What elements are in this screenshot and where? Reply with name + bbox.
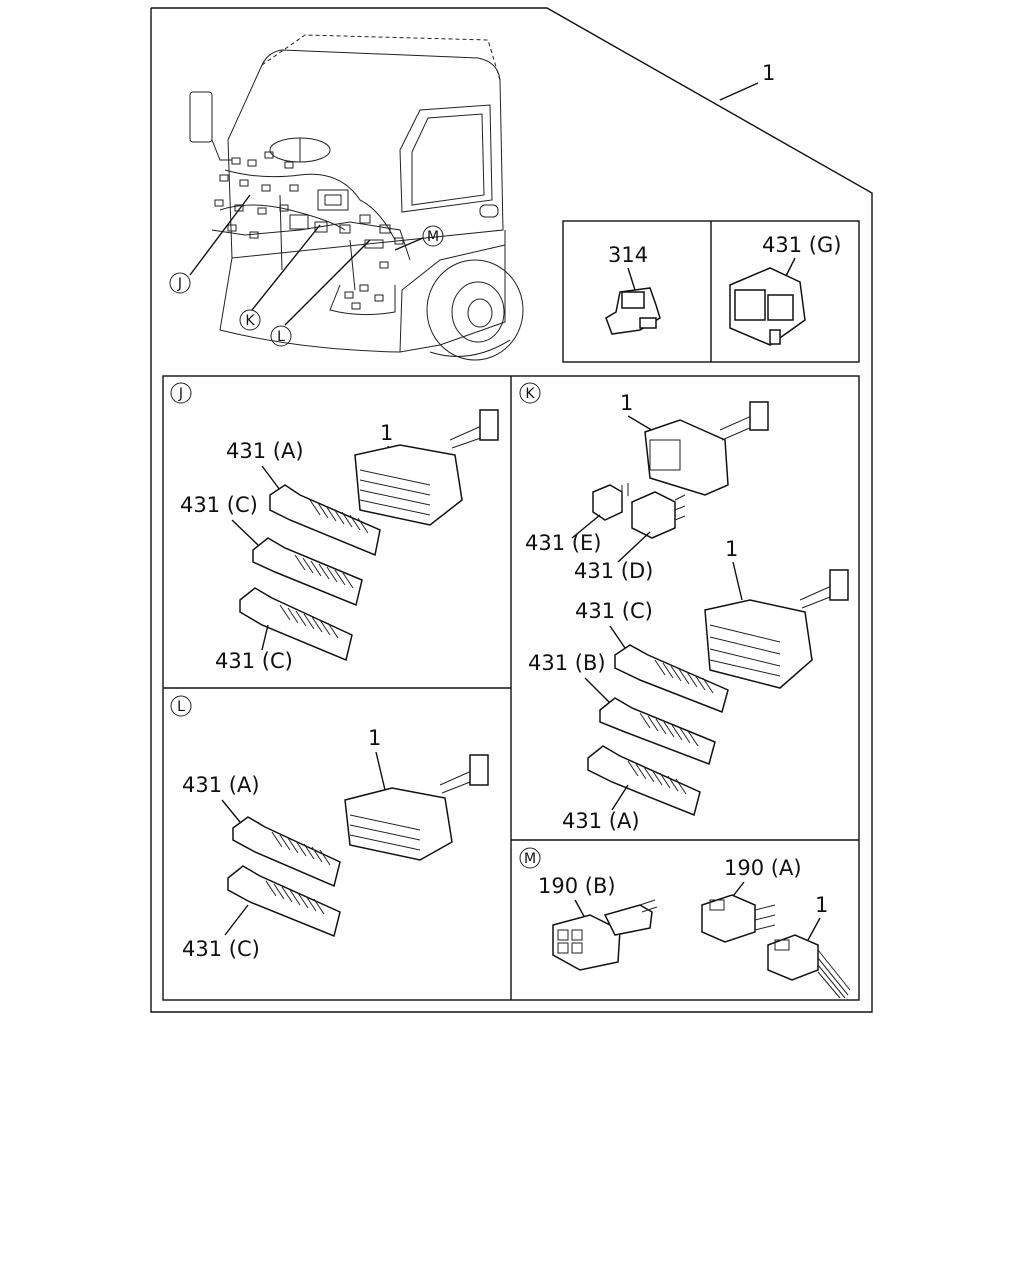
outer-frame xyxy=(150,7,873,1013)
panel-k-part-d xyxy=(631,491,686,539)
panel-m-harness-connector xyxy=(767,934,851,999)
truck-cab-illustration xyxy=(189,34,524,361)
panel-k-part-d-label: 431 (D) xyxy=(574,559,653,583)
panel-l-harness-label: 1 xyxy=(368,726,381,750)
panel-k-part-e-label: 431 (E) xyxy=(525,531,601,555)
panel-l-top-label: 431 (A) xyxy=(182,773,260,797)
panel-j-harness-label: 1 xyxy=(380,421,393,445)
panel-j: J 1 431 (A) 431 (C) 431 (C) xyxy=(170,382,499,673)
label-314: 314 xyxy=(608,243,648,267)
callout-j: J xyxy=(169,272,191,294)
callout-m: M xyxy=(422,225,444,247)
panel-l-bottom-connector xyxy=(227,865,341,938)
panel-l-top-connector xyxy=(232,816,341,888)
panel-k-part-e xyxy=(592,483,629,521)
panel-j-harness-connector xyxy=(354,409,499,526)
panel-k: K 1 431 (E) 431 (D) 1 431 (C) xyxy=(519,382,849,833)
part-431g-connector xyxy=(729,267,806,346)
panel-k-part-c-connector xyxy=(614,644,729,714)
panel-j-middle-label: 431 (C) xyxy=(180,493,258,517)
panel-m-part-b-connector xyxy=(552,899,658,971)
label-main-harness: 1 xyxy=(762,61,775,85)
panel-k-part-b-connector xyxy=(599,697,716,765)
panel-l-tag: L xyxy=(177,699,185,715)
panel-k-part-c-label: 431 (C) xyxy=(575,599,653,623)
panel-m-part-b-label: 190 (B) xyxy=(538,874,616,898)
panel-m-harness-label: 1 xyxy=(815,893,828,917)
callout-k: K xyxy=(239,309,261,331)
panel-l: L 1 431 (A) 431 (C) xyxy=(170,695,489,961)
callout-k-label: K xyxy=(245,313,255,329)
panel-k-part-b-label: 431 (B) xyxy=(528,651,606,675)
panel-j-tag: J xyxy=(178,386,183,402)
panel-k-top-harness-connector xyxy=(644,401,769,496)
panel-j-middle-connector xyxy=(252,537,363,607)
panel-j-top-connector xyxy=(269,484,381,557)
panel-k-mid-harness-connector xyxy=(704,569,849,689)
panel-k-tag: K xyxy=(525,386,535,402)
panel-l-bottom-label: 431 (C) xyxy=(182,937,260,961)
panel-k-harness-top-label: 1 xyxy=(620,391,633,415)
callout-l-label: L xyxy=(277,329,285,345)
panel-k-harness-mid-label: 1 xyxy=(725,537,738,561)
panel-m-part-a-connector xyxy=(701,894,776,943)
panel-m-part-a-label: 190 (A) xyxy=(724,856,802,880)
callout-l: L xyxy=(270,325,292,347)
label-431g: 431 (G) xyxy=(762,233,841,257)
panel-j-bottom-connector xyxy=(239,587,353,662)
panel-m-tag: M xyxy=(524,851,536,867)
panel-k-part-a-connector xyxy=(587,745,701,817)
panel-j-bottom-label: 431 (C) xyxy=(215,649,293,673)
part-314-relay xyxy=(605,287,661,335)
callout-j-label: J xyxy=(177,276,182,292)
panel-j-top-label: 431 (A) xyxy=(226,439,304,463)
panel-m: M 190 (B) 190 (A) 1 xyxy=(519,847,851,999)
panel-l-harness-connector xyxy=(344,754,489,861)
callout-m-label: M xyxy=(427,229,439,245)
panel-k-part-a-label: 431 (A) xyxy=(562,809,640,833)
